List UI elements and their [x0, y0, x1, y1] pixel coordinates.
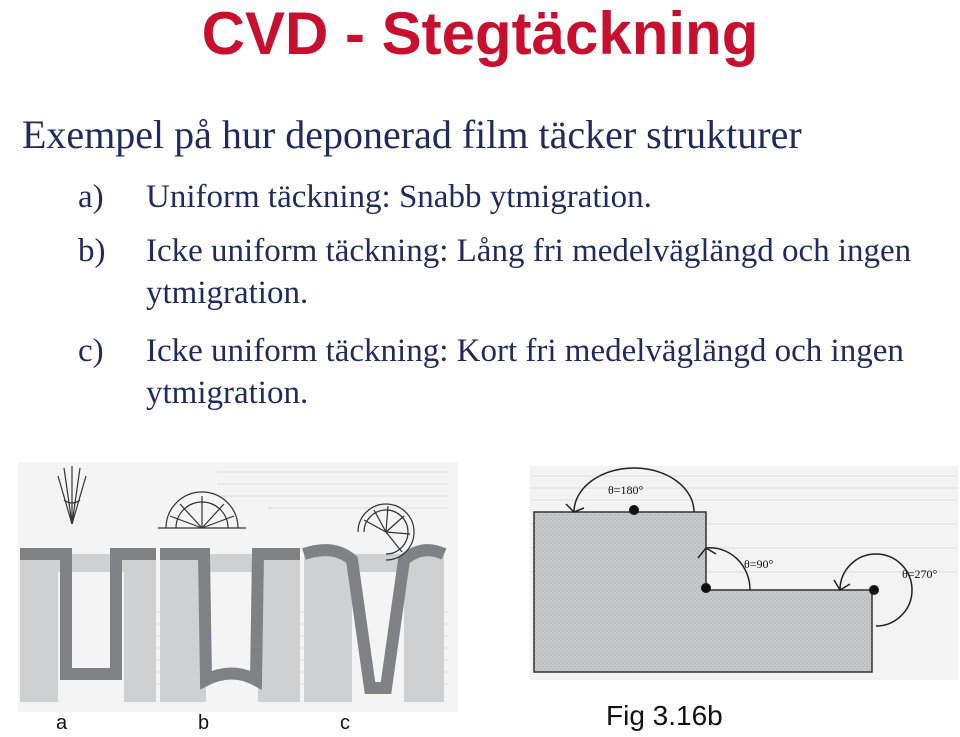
particle-dot — [701, 583, 711, 593]
angle-label-270: θ=270° — [902, 567, 938, 581]
angle-label-90: θ=90° — [744, 557, 774, 571]
figure-label-c: c — [340, 712, 350, 734]
item-marker: a) — [78, 179, 104, 215]
trench-a — [20, 466, 156, 702]
figure-label-b: b — [198, 712, 210, 734]
particle-dot — [869, 585, 879, 595]
item-marker: c) — [78, 333, 104, 369]
item-marker: b) — [78, 233, 106, 269]
item-text: Icke uniform täckning: Kort fri medelväg… — [146, 333, 904, 411]
trench-b — [158, 491, 300, 702]
trench-c — [302, 503, 447, 702]
particle-dot — [629, 505, 639, 515]
slide-title: CVD - Stegtäckning — [201, 0, 759, 67]
item-text: Uniform täckning: Snabb ytmigration. — [146, 179, 652, 215]
lead-text: Exempel på hur deponerad film täcker str… — [22, 112, 802, 157]
figure-label-a: a — [56, 712, 68, 734]
angle-label-180: θ=180° — [608, 483, 644, 497]
step-angle-figure: θ=180° θ=90° θ=270° — [530, 466, 958, 680]
figure-caption: Fig 3.16b — [606, 700, 723, 731]
item-text: Icke uniform täckning: Lång fri medelväg… — [146, 233, 912, 311]
trench-coverage-figure — [18, 462, 458, 712]
